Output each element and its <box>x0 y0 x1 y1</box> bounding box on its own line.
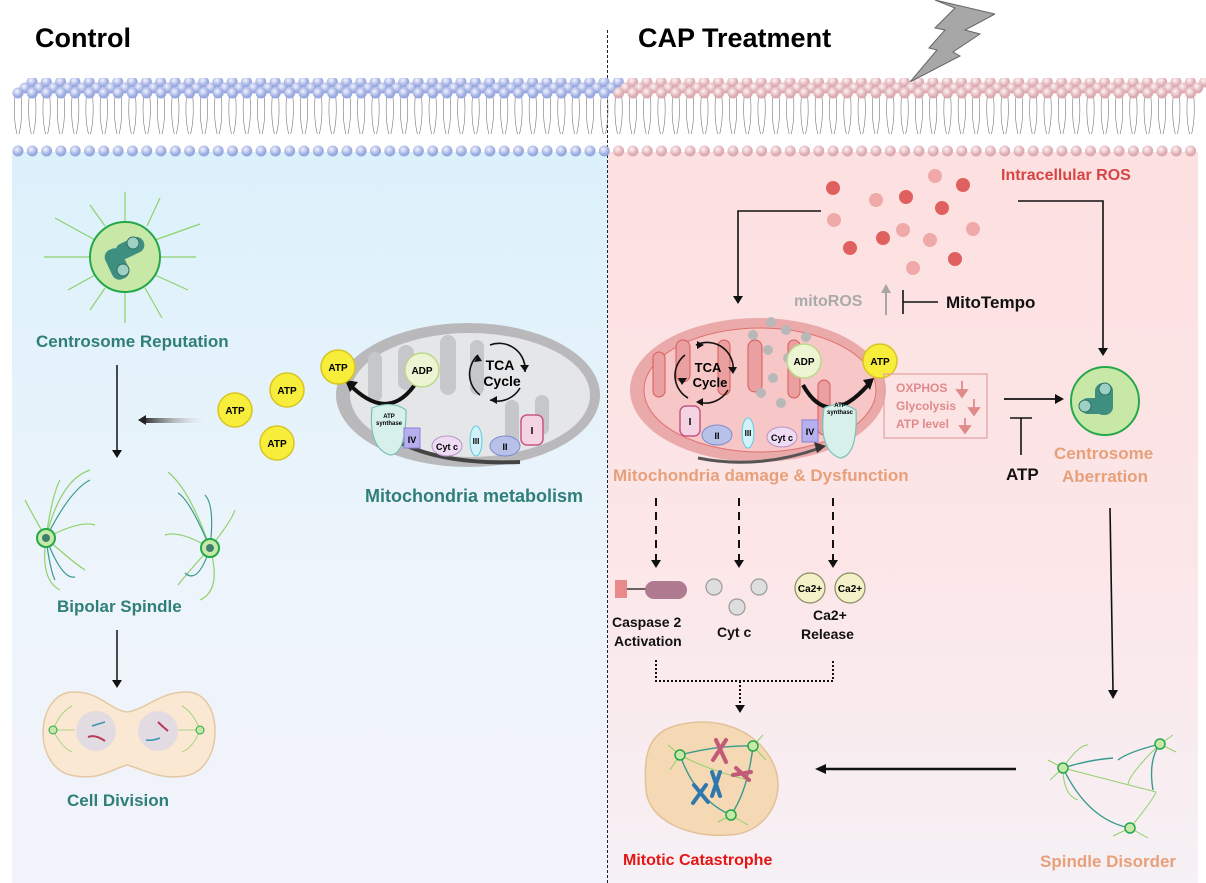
svg-text:IV: IV <box>408 435 417 445</box>
control-diagram: ATP ADP TCA Cycle ATP synthase IV Cyt c … <box>24 192 600 778</box>
cap-diagram: ADP ATP TCA Cycle ATP synthasc I II III … <box>615 169 1177 839</box>
svg-text:synthase: synthase <box>376 421 403 427</box>
adp-mito: ADP <box>411 366 432 377</box>
svg-text:TCA: TCA <box>486 357 515 373</box>
control-mitochondrion: ATP ADP TCA Cycle ATP synthase IV Cyt c … <box>320 323 600 467</box>
svg-text:ATP: ATP <box>870 357 890 368</box>
centrosome-aberration-label-1: Centrosome <box>1054 444 1154 463</box>
free-atp-molecules: ATP ATP ATP <box>217 372 305 461</box>
caspase-label-2: Activation <box>614 633 682 649</box>
ros-particles <box>826 169 980 275</box>
cytc-molecules <box>705 578 768 616</box>
svg-text:II: II <box>714 431 719 441</box>
svg-text:TCA: TCA <box>695 360 722 375</box>
lightning-icon <box>909 0 995 82</box>
atp-inhibitor-label: ATP <box>1006 465 1039 484</box>
svg-text:Glycolysis: Glycolysis <box>896 399 956 413</box>
svg-text:Ca2+: Ca2+ <box>838 584 862 595</box>
cell-division-label: Cell Division <box>67 791 170 810</box>
mitotempo-label: MitoTempo <box>946 293 1036 312</box>
svg-text:ATP: ATP <box>267 439 287 450</box>
mito-damage-label: Mitochondria damage & Dysfunction <box>613 466 909 485</box>
svg-text:Cycle: Cycle <box>693 375 728 390</box>
ca-release-label-2: Release <box>801 626 854 642</box>
mitotic-catastrophe-label: Mitotic Catastrophe <box>623 852 773 869</box>
mito-metabolism-label: Mitochondria metabolism <box>365 486 584 506</box>
svg-text:synthasc: synthasc <box>827 410 854 416</box>
spindle-disorder-icon <box>1047 734 1177 839</box>
svg-text:ATP level: ATP level <box>896 417 949 431</box>
svg-text:II: II <box>502 442 507 452</box>
svg-text:ATP: ATP <box>834 403 846 409</box>
cell-membrane <box>12 78 1206 157</box>
metabolic-decrease-box: OXPHOS Glycolysis ATP level <box>883 373 988 439</box>
caspase-2-icon <box>615 580 687 599</box>
cell-division-icon <box>42 691 216 778</box>
bipolar-spindle-icon <box>24 469 236 601</box>
caspase-label-1: Caspase 2 <box>612 614 682 630</box>
atp-mito: ATP <box>328 363 348 374</box>
cap-mitochondrion: ADP ATP TCA Cycle ATP synthasc I II III … <box>630 317 898 464</box>
ca-release-label-1: Ca2+ <box>813 607 847 623</box>
svg-text:III: III <box>745 429 752 438</box>
svg-text:OXPHOS: OXPHOS <box>896 381 947 395</box>
svg-text:III: III <box>473 437 480 446</box>
cap-title: CAP Treatment <box>638 23 832 53</box>
mitoros-label: mitoROS <box>794 293 863 310</box>
centrosome-aberration-icon <box>1070 366 1140 436</box>
bipolar-spindle-label: Bipolar Spindle <box>57 597 182 616</box>
svg-text:ATP: ATP <box>277 386 297 397</box>
svg-text:I: I <box>531 426 534 437</box>
svg-text:I: I <box>689 417 692 428</box>
svg-text:IV: IV <box>806 427 815 437</box>
svg-text:ADP: ADP <box>793 357 814 368</box>
centrosome-reputation-label: Centrosome Reputation <box>36 332 229 351</box>
svg-text:Cyt c: Cyt c <box>771 433 793 443</box>
svg-text:Cyt c: Cyt c <box>436 442 458 452</box>
cytc-label: Cyt c <box>717 624 752 640</box>
mitotic-catastrophe-icon <box>644 721 779 837</box>
svg-text:Ca2+: Ca2+ <box>798 584 822 595</box>
intracellular-ros-label: Intracellular ROS <box>1001 167 1131 184</box>
panel-divider <box>607 30 608 883</box>
svg-text:ATP: ATP <box>225 406 245 417</box>
svg-text:Cycle: Cycle <box>483 373 521 389</box>
svg-text:ATP: ATP <box>383 414 395 420</box>
calcium-ions: Ca2+ Ca2+ <box>794 572 866 604</box>
spindle-disorder-label: Spindle Disorder <box>1040 852 1177 871</box>
centrosome-aberration-label-2: Aberration <box>1062 467 1148 486</box>
control-title: Control <box>35 23 131 53</box>
centrosome-icon <box>44 192 201 323</box>
